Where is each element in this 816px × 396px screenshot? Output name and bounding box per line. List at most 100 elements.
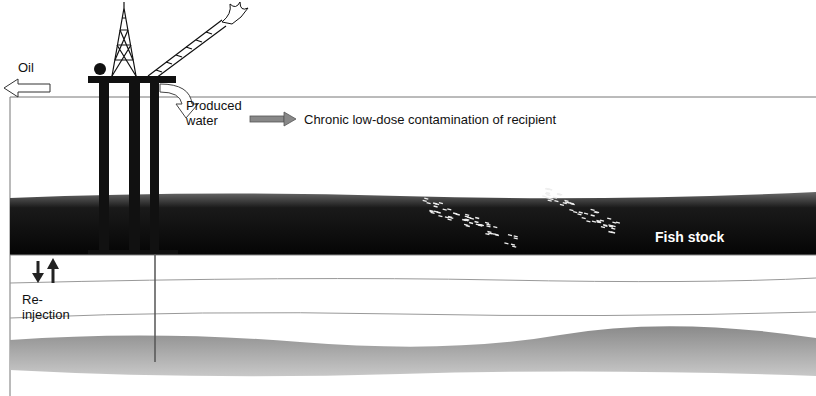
fish-dash xyxy=(579,212,583,213)
fish-dash xyxy=(487,231,491,232)
flare-flame xyxy=(222,2,248,24)
fish-dash xyxy=(611,228,615,229)
platform-deck xyxy=(88,76,176,83)
fish-dash xyxy=(607,218,611,219)
platform-leg xyxy=(99,82,109,252)
fish-dash xyxy=(465,219,469,220)
platform-leg xyxy=(129,82,140,252)
fish-dash xyxy=(453,213,457,214)
fish-dash xyxy=(443,209,447,210)
fish-dash xyxy=(485,234,489,235)
fish-dash xyxy=(434,211,438,212)
platform-leg xyxy=(150,82,159,252)
fish-dash xyxy=(466,226,470,227)
arrowhead xyxy=(47,258,59,269)
fish-dash xyxy=(567,202,571,203)
dispersion-arrow xyxy=(250,116,284,122)
fish-dash xyxy=(493,227,497,228)
oil-label: Oil xyxy=(18,60,34,75)
fish-dash xyxy=(490,233,494,234)
fish-dash xyxy=(597,222,601,223)
fish-dash xyxy=(578,214,582,215)
fish-dash xyxy=(546,197,550,198)
fish-dash xyxy=(475,218,479,219)
reservoir-layer xyxy=(10,326,816,376)
fish-dash xyxy=(592,221,596,222)
fish-dash xyxy=(557,194,561,195)
stratum-line xyxy=(10,312,816,318)
fish-dash xyxy=(478,225,482,226)
fish-dash xyxy=(448,217,452,218)
seabed-line xyxy=(10,255,816,256)
fish-dash xyxy=(550,199,554,200)
fish-dash xyxy=(586,221,590,222)
fish-dash xyxy=(603,225,607,226)
fish-dash xyxy=(439,203,443,204)
contamination-label: Chronic low-dose contamination of recipi… xyxy=(304,112,556,127)
deck-module xyxy=(94,63,106,75)
fish-dash xyxy=(597,222,601,223)
well-pipe xyxy=(154,240,156,362)
reinjection-label: Re- injection xyxy=(22,292,82,322)
fish-dash xyxy=(467,217,471,218)
fish-dash xyxy=(548,189,552,190)
fish-dash xyxy=(431,212,435,213)
fish-dash xyxy=(563,203,567,204)
fish-dash xyxy=(557,194,561,195)
fish-dash xyxy=(548,200,552,201)
fish-dash xyxy=(542,196,546,197)
fish-dash xyxy=(582,218,586,219)
fish-dash xyxy=(600,220,604,221)
fish-dash xyxy=(427,203,431,204)
stratum-line xyxy=(10,278,816,283)
production-arrow xyxy=(52,268,55,283)
fish-dash xyxy=(554,201,558,202)
fish-dash xyxy=(604,225,608,226)
fish-dash xyxy=(494,234,498,235)
fish-dash xyxy=(595,212,599,213)
fish-dash xyxy=(465,214,469,215)
derrick xyxy=(112,2,136,76)
fish-dash xyxy=(434,206,438,207)
fish-dash xyxy=(571,204,575,205)
fish-dash xyxy=(447,209,451,210)
fish-school xyxy=(423,188,620,247)
fish-dash xyxy=(512,246,516,247)
fish-dash xyxy=(475,222,479,223)
fish-dash xyxy=(504,243,508,244)
fish-dash xyxy=(514,238,518,239)
fish-dash xyxy=(547,195,551,196)
fish-dash xyxy=(584,213,588,214)
fish-dash xyxy=(508,235,512,236)
fish-dash xyxy=(565,200,569,201)
produced-water-label: Produced water xyxy=(186,98,248,128)
oil-arrow xyxy=(4,79,50,97)
fish-dash xyxy=(608,232,612,233)
fish-dash xyxy=(430,210,434,211)
fish-dash xyxy=(423,200,427,201)
fish-dash xyxy=(487,226,491,227)
fish-dash xyxy=(514,236,518,237)
fish-dash xyxy=(569,210,573,211)
fish-dash xyxy=(469,223,473,224)
fish-dash xyxy=(438,216,442,217)
fish-dash xyxy=(487,224,491,225)
fish-dash xyxy=(573,212,577,213)
fish-dash xyxy=(591,215,595,216)
fish-dash xyxy=(424,198,428,199)
fish-dash xyxy=(546,193,550,194)
fish-dash xyxy=(608,225,612,226)
flare-boom xyxy=(148,20,226,78)
fish-dash xyxy=(612,222,616,223)
arrowhead xyxy=(284,112,296,126)
fish-dash xyxy=(511,244,515,245)
arrowhead xyxy=(32,273,44,283)
reinjection-arrow xyxy=(37,261,40,274)
fish-dash xyxy=(478,225,482,226)
fish-dash xyxy=(448,219,452,220)
fish-dash xyxy=(560,204,564,205)
fish-dash xyxy=(435,204,439,205)
fish-dash xyxy=(485,222,489,223)
